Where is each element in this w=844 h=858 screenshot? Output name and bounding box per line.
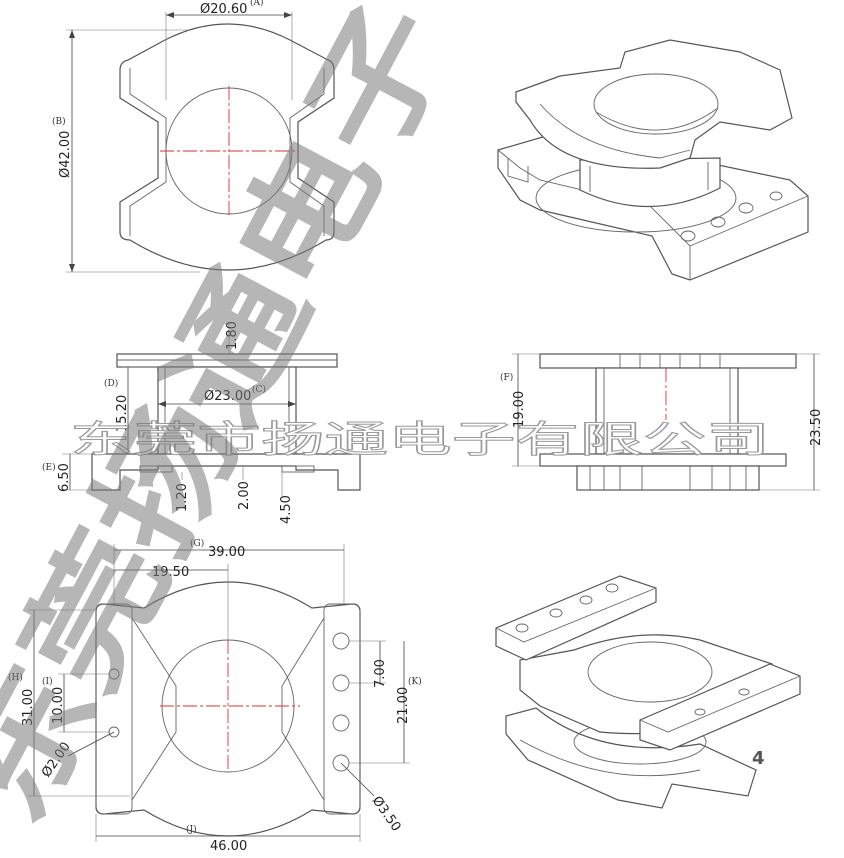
tag-B: (B)	[52, 116, 66, 127]
iso1-bore	[593, 73, 719, 135]
tag-K: (K)	[408, 676, 422, 687]
side-view: 19.00 (F) 23.50	[500, 353, 824, 491]
iso2-bore	[587, 641, 713, 703]
dim-A-label: Ø20.60	[200, 2, 247, 17]
dim-J-label: 46.00	[210, 839, 247, 854]
tag-A: (A)	[250, 0, 264, 8]
dim-D-label: 15.20	[115, 395, 130, 432]
dim-G-label: 39.00	[208, 545, 245, 560]
top-view-flange-outline	[119, 23, 335, 271]
dim-4-50: 4.50	[279, 495, 294, 524]
tag-H: (H)	[8, 672, 23, 683]
tag-I: (I)	[42, 676, 53, 687]
tag-C: (C)	[252, 384, 266, 395]
dim-C-label: Ø23.00	[204, 389, 251, 404]
dim-pitch-7-00: 7.00	[373, 659, 388, 688]
dim-hole-dia: Ø3.50	[369, 794, 404, 835]
tag-G: (G)	[190, 538, 204, 549]
dim-E-label: 6.50	[57, 463, 72, 492]
dim-I-label: 10.00	[51, 687, 66, 724]
dim-1-20: 1.20	[175, 483, 190, 512]
isometric-view-top	[497, 39, 809, 281]
dim-F-label: 19.00	[512, 391, 527, 428]
front-view: 1.80 Ø23.00 (C) 15.20 (D) 6.50 (E) 1.20 …	[42, 321, 361, 524]
dim-23-50: 23.50	[809, 409, 824, 446]
tag-E: (E)	[42, 462, 56, 473]
dim-K-label: 21.00	[396, 687, 411, 724]
tag-F: (F)	[500, 372, 513, 383]
watermark-company-line: 东莞市扬通电子有限公司	[70, 418, 770, 461]
dim-H-label: 31.00	[21, 689, 36, 726]
dim-2-00: 2.00	[237, 481, 252, 510]
bottom-view: 39.00 (G) 19.50 31.00 (H) 10.00 (I) Ø2.0…	[8, 538, 422, 854]
tag-J: (J)	[186, 824, 197, 835]
dim-B-label: Ø42.00	[58, 131, 73, 178]
tag-D: (D)	[104, 378, 118, 389]
isometric-view-bottom: 4	[495, 575, 801, 809]
page-number: 4	[752, 748, 765, 769]
dim-19-50: 19.50	[152, 565, 189, 580]
dim-flange-thk: 1.80	[225, 321, 240, 350]
top-view: Ø20.60 (A) Ø42.00 (B)	[52, 0, 335, 273]
